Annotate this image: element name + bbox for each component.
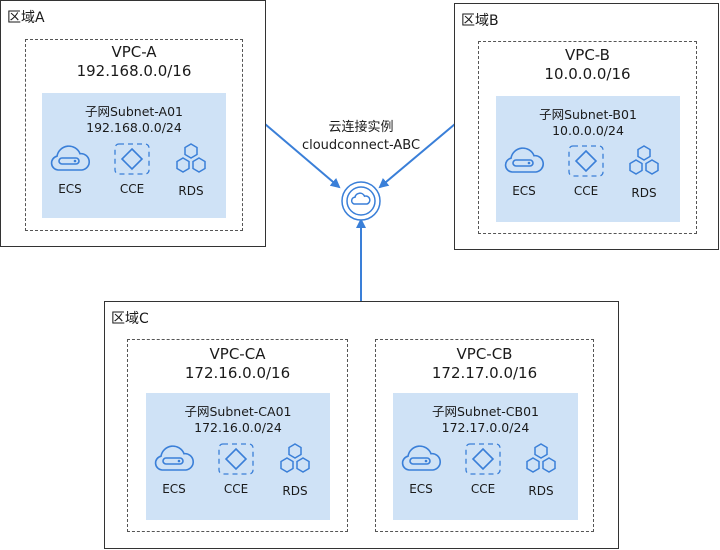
vpc-cidr: 10.0.0.0/16 — [544, 65, 631, 83]
line-region-b-to-cc — [378, 123, 456, 189]
subnet-b01: 子网Subnet-B01 10.0.0.0/24 ECS CCE RDS — [496, 96, 680, 222]
resource-label: RDS — [631, 186, 657, 200]
subnet-name: 子网Subnet-B01 — [539, 107, 637, 122]
subnet-ca01: 子网Subnet-CA01 172.16.0.0/24 ECS CCE RDS — [146, 393, 330, 520]
subnet-a01: 子网Subnet-A01 192.168.0.0/24 ECS CCE RDS — [42, 93, 226, 218]
rds-database-icon — [270, 442, 320, 478]
resource-rds[interactable]: RDS — [270, 442, 320, 498]
subnet-cb01: 子网Subnet-CB01 172.17.0.0/24 ECS CCE RDS — [393, 393, 578, 520]
cloud-connect-name: 云连接实例 — [328, 120, 394, 135]
resource-label: ECS — [58, 182, 82, 196]
vpc-name: VPC-CA — [209, 345, 266, 363]
region-b: 区域B VPC-B 10.0.0.0/16 子网Subnet-B01 10.0.… — [454, 3, 719, 250]
resource-ecs[interactable]: ECS — [149, 442, 199, 496]
resource-label: ECS — [512, 184, 536, 198]
vpc-cb: VPC-CB 172.17.0.0/16 子网Subnet-CB01 172.1… — [375, 339, 594, 532]
ecs-cloud-icon — [396, 442, 446, 476]
cce-container-icon — [107, 142, 157, 176]
region-label: 区域A — [7, 10, 45, 26]
region-c: 区域C VPC-CA 172.16.0.0/16 子网Subnet-CA01 1… — [104, 301, 619, 549]
subnet-name: 子网Subnet-CA01 — [184, 404, 292, 419]
cloud-connect-icon[interactable] — [340, 180, 382, 222]
vpc-cidr: 192.168.0.0/16 — [76, 62, 192, 80]
resource-label: RDS — [178, 184, 204, 198]
vpc-cidr: 172.16.0.0/16 — [184, 364, 291, 382]
resource-ecs[interactable]: ECS — [499, 144, 549, 198]
rds-database-icon — [516, 442, 566, 478]
resource-label: RDS — [282, 484, 308, 498]
resource-label: CCE — [119, 182, 145, 196]
ecs-cloud-icon — [499, 144, 549, 178]
vpc-name: VPC-B — [565, 46, 610, 64]
line-region-a-to-cc — [264, 123, 341, 189]
subnet-cidr: 10.0.0.0/24 — [552, 123, 624, 138]
subnet-cidr: 172.17.0.0/24 — [441, 420, 530, 435]
cloud-connect-label: 云连接实例 cloudconnect-ABC — [281, 116, 441, 153]
vpc-ca: VPC-CA 172.16.0.0/16 子网Subnet-CA01 172.1… — [127, 339, 348, 532]
resource-label: ECS — [409, 482, 433, 496]
region-a: 区域A VPC-A 192.168.0.0/16 子网Subnet-A01 19… — [0, 0, 266, 247]
cloud-connect-id: cloudconnect-ABC — [301, 138, 421, 153]
subnet-cidr: 192.168.0.0/24 — [86, 120, 182, 135]
cce-container-icon — [458, 442, 508, 476]
subnet-name: 子网Subnet-CB01 — [431, 404, 540, 419]
region-label: 区域B — [461, 13, 499, 29]
rds-database-icon — [166, 142, 216, 178]
resource-cce[interactable]: CCE — [458, 442, 508, 496]
resource-cce[interactable]: CCE — [107, 142, 157, 196]
vpc-cidr: 172.17.0.0/16 — [431, 364, 538, 382]
region-label: 区域C — [111, 311, 149, 327]
ecs-cloud-icon — [45, 142, 95, 176]
resource-label: ECS — [162, 482, 186, 496]
resource-rds[interactable]: RDS — [619, 144, 669, 200]
vpc-name: VPC-CB — [456, 345, 513, 363]
resource-ecs[interactable]: ECS — [45, 142, 95, 196]
cce-container-icon — [211, 442, 261, 476]
vpc-a: VPC-A 192.168.0.0/16 子网Subnet-A01 192.16… — [25, 39, 243, 231]
subnet-name: 子网Subnet-A01 — [85, 104, 183, 119]
subnet-cidr: 172.16.0.0/24 — [194, 420, 282, 435]
resource-label: CCE — [573, 184, 599, 198]
vpc-name: VPC-A — [111, 43, 157, 61]
resource-label: CCE — [470, 482, 496, 496]
resource-rds[interactable]: RDS — [166, 142, 216, 198]
resource-rds[interactable]: RDS — [516, 442, 566, 498]
resource-label: RDS — [528, 484, 554, 498]
vpc-b: VPC-B 10.0.0.0/16 子网Subnet-B01 10.0.0.0/… — [478, 41, 697, 234]
cce-container-icon — [561, 144, 611, 178]
resource-label: CCE — [223, 482, 249, 496]
resource-cce[interactable]: CCE — [211, 442, 261, 496]
resource-cce[interactable]: CCE — [561, 144, 611, 198]
resource-ecs[interactable]: ECS — [396, 442, 446, 496]
ecs-cloud-icon — [149, 442, 199, 476]
rds-database-icon — [619, 144, 669, 180]
